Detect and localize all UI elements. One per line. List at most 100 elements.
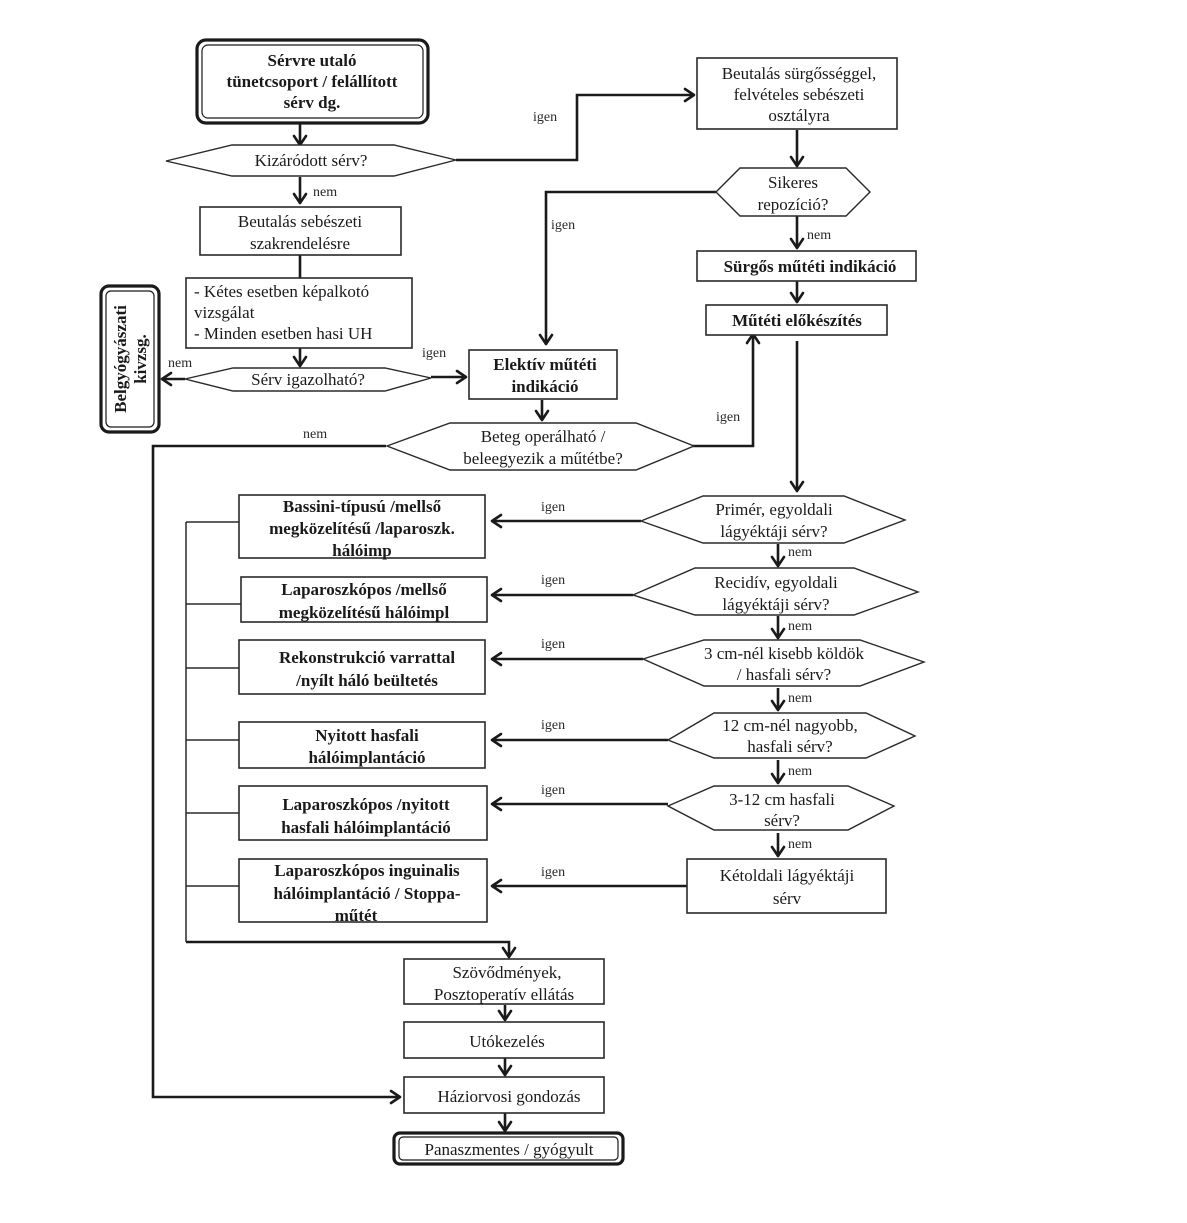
arrow-down-icon <box>789 480 805 493</box>
decision-incarcerated: Kizáródott sérv? <box>165 144 457 177</box>
node-internal-medicine: Belgyógyászati kivzsg. <box>99 284 161 434</box>
node-surgical-prep: Műtéti előkészítés <box>705 304 888 336</box>
process-box <box>696 250 917 282</box>
decision-confirmed: Sérv igazolható? <box>184 367 432 392</box>
treatment-lap-open: Laparoszkópos /nyitott hasfali hálóimpla… <box>238 785 488 841</box>
node-text: Beutalás sebészeti <box>238 212 362 231</box>
arrow-down-icon <box>770 627 786 640</box>
decision-operable: Beteg operálható / beleegyezik a műtétbe… <box>384 422 696 471</box>
decision-shape <box>165 144 457 177</box>
label-no: nem <box>313 185 337 200</box>
process-box <box>238 494 486 559</box>
node-text: Utókezelés <box>469 1032 545 1051</box>
node-aftercare: Utókezelés <box>403 1021 605 1059</box>
label-yes: igen <box>541 718 565 733</box>
node-text: kivzsg. <box>131 334 150 384</box>
arrow-down-icon <box>789 155 805 168</box>
node-text: hálóimp <box>332 541 392 560</box>
edge-operable-yes <box>693 334 755 448</box>
node-text: osztályra <box>768 106 830 125</box>
process-box <box>686 858 887 914</box>
decision-large: 12 cm-nél nagyobb, hasfali sérv? <box>666 712 917 759</box>
node-text: Recidív, egyoldali <box>714 573 838 592</box>
label-yes: igen <box>422 346 446 361</box>
node-end: Panaszmentes / gyógyult <box>392 1131 625 1166</box>
label-no: nem <box>788 545 812 560</box>
node-urgent-referral: Beutalás sürgősséggel, felvételes sebész… <box>696 57 898 130</box>
edge-labels: igen nem igen nem nem igen igen nem igen… <box>168 110 831 880</box>
label-yes: igen <box>541 637 565 652</box>
arrow-left-icon <box>490 732 503 748</box>
node-text: 12 cm-nél nagyobb, <box>722 716 858 735</box>
arrowheads <box>160 87 805 1133</box>
treatment-open-mesh: Nyitott hasfali hálóimplantáció <box>238 721 486 769</box>
arrow-right-icon <box>683 87 696 103</box>
decision-shape <box>184 367 432 392</box>
node-text: Bassini-típusú /mellső <box>283 497 442 516</box>
arrow-left-icon <box>490 651 503 667</box>
edge-treatments-to-complications <box>186 940 511 957</box>
node-text: felvételes sebészeti <box>734 85 865 104</box>
process-box <box>185 277 413 349</box>
arrow-down-icon <box>501 946 517 959</box>
node-text: sérv <box>773 889 802 908</box>
node-text: szakrendelésre <box>250 234 350 253</box>
treatment-bassini: Bassini-típusú /mellső megközelítésű /la… <box>238 494 486 560</box>
node-text: tünetcsoport / felállított <box>227 72 398 91</box>
node-text: repozíció? <box>758 195 829 214</box>
node-text: - Minden esetben hasi UH <box>194 324 372 343</box>
node-elective-indication: Elektív műtéti indikáció <box>468 349 618 400</box>
arrow-down-icon <box>534 409 550 422</box>
node-text: Kétoldali lágyéktáji <box>720 866 855 885</box>
arrow-down-icon <box>770 699 786 712</box>
arrow-down-icon <box>770 555 786 568</box>
node-text: Beteg operálható / <box>481 427 606 446</box>
node-start: Sérvre utaló tünetcsoport / felállított … <box>195 38 430 125</box>
node-text: 3-12 cm hasfali <box>729 790 835 809</box>
terminal-frame-inner <box>201 44 424 119</box>
arrow-down-icon <box>497 1064 513 1077</box>
arrow-down-icon <box>770 845 786 858</box>
node-text: 3 cm-nél kisebb köldök <box>704 644 865 663</box>
treatment-lap-inguinal: Laparoszkópos inguinalis hálóimplantáció… <box>238 858 488 925</box>
decision-small: 3 cm-nél kisebb köldök / hasfali sérv? <box>641 639 927 687</box>
label-no: nem <box>788 619 812 634</box>
node-text: Elektív műtéti <box>493 355 597 374</box>
arrow-left-icon <box>160 371 173 387</box>
label-no: nem <box>807 228 831 243</box>
decision-shape <box>715 167 871 217</box>
label-yes: igen <box>541 865 565 880</box>
node-text: lágyéktáji sérv? <box>720 522 827 541</box>
label-no: nem <box>168 356 192 371</box>
node-text: hasfali sérv? <box>747 737 832 756</box>
treatment-reconstruction: Rekonstrukció varrattal /nyílt háló beül… <box>238 639 486 695</box>
node-text: műtét <box>335 906 378 925</box>
decision-shape <box>641 639 927 687</box>
node-text: Belgyógyászati <box>111 305 130 413</box>
process-box <box>238 858 488 923</box>
node-text: / hasfali sérv? <box>737 665 831 684</box>
arrow-right-icon <box>455 369 468 385</box>
process-box <box>705 304 888 336</box>
decision-primary: Primér, egyoldali lágyéktáji sérv? <box>639 495 907 544</box>
treatment-lap-front: Laparoszkópos /mellső megközelítésű háló… <box>240 576 488 623</box>
terminal-frame <box>392 1131 625 1166</box>
node-text: indikáció <box>511 377 578 396</box>
node-text: - Kétes esetben képalkotó <box>194 282 369 301</box>
node-text: Sérvre utaló <box>268 51 357 70</box>
node-text: Sérv igazolható? <box>251 370 365 389</box>
process-box <box>403 1076 605 1114</box>
arrow-left-icon <box>490 513 503 529</box>
arrow-left-icon <box>490 587 503 603</box>
node-text: Sürgős műtéti indikáció <box>724 257 897 276</box>
process-box <box>240 576 488 623</box>
terminal-frame-inner <box>105 290 155 428</box>
process-box <box>238 721 486 769</box>
node-text: lágyéktáji sérv? <box>722 595 829 614</box>
label-yes: igen <box>541 783 565 798</box>
node-text: hálóimplantáció <box>308 748 425 767</box>
node-text: Laparoszkópos inguinalis <box>274 861 460 880</box>
node-text: Laparoszkópos /nyitott <box>282 795 450 814</box>
arrow-down-icon <box>292 192 308 205</box>
node-text: Nyitott hasfali <box>315 726 419 745</box>
